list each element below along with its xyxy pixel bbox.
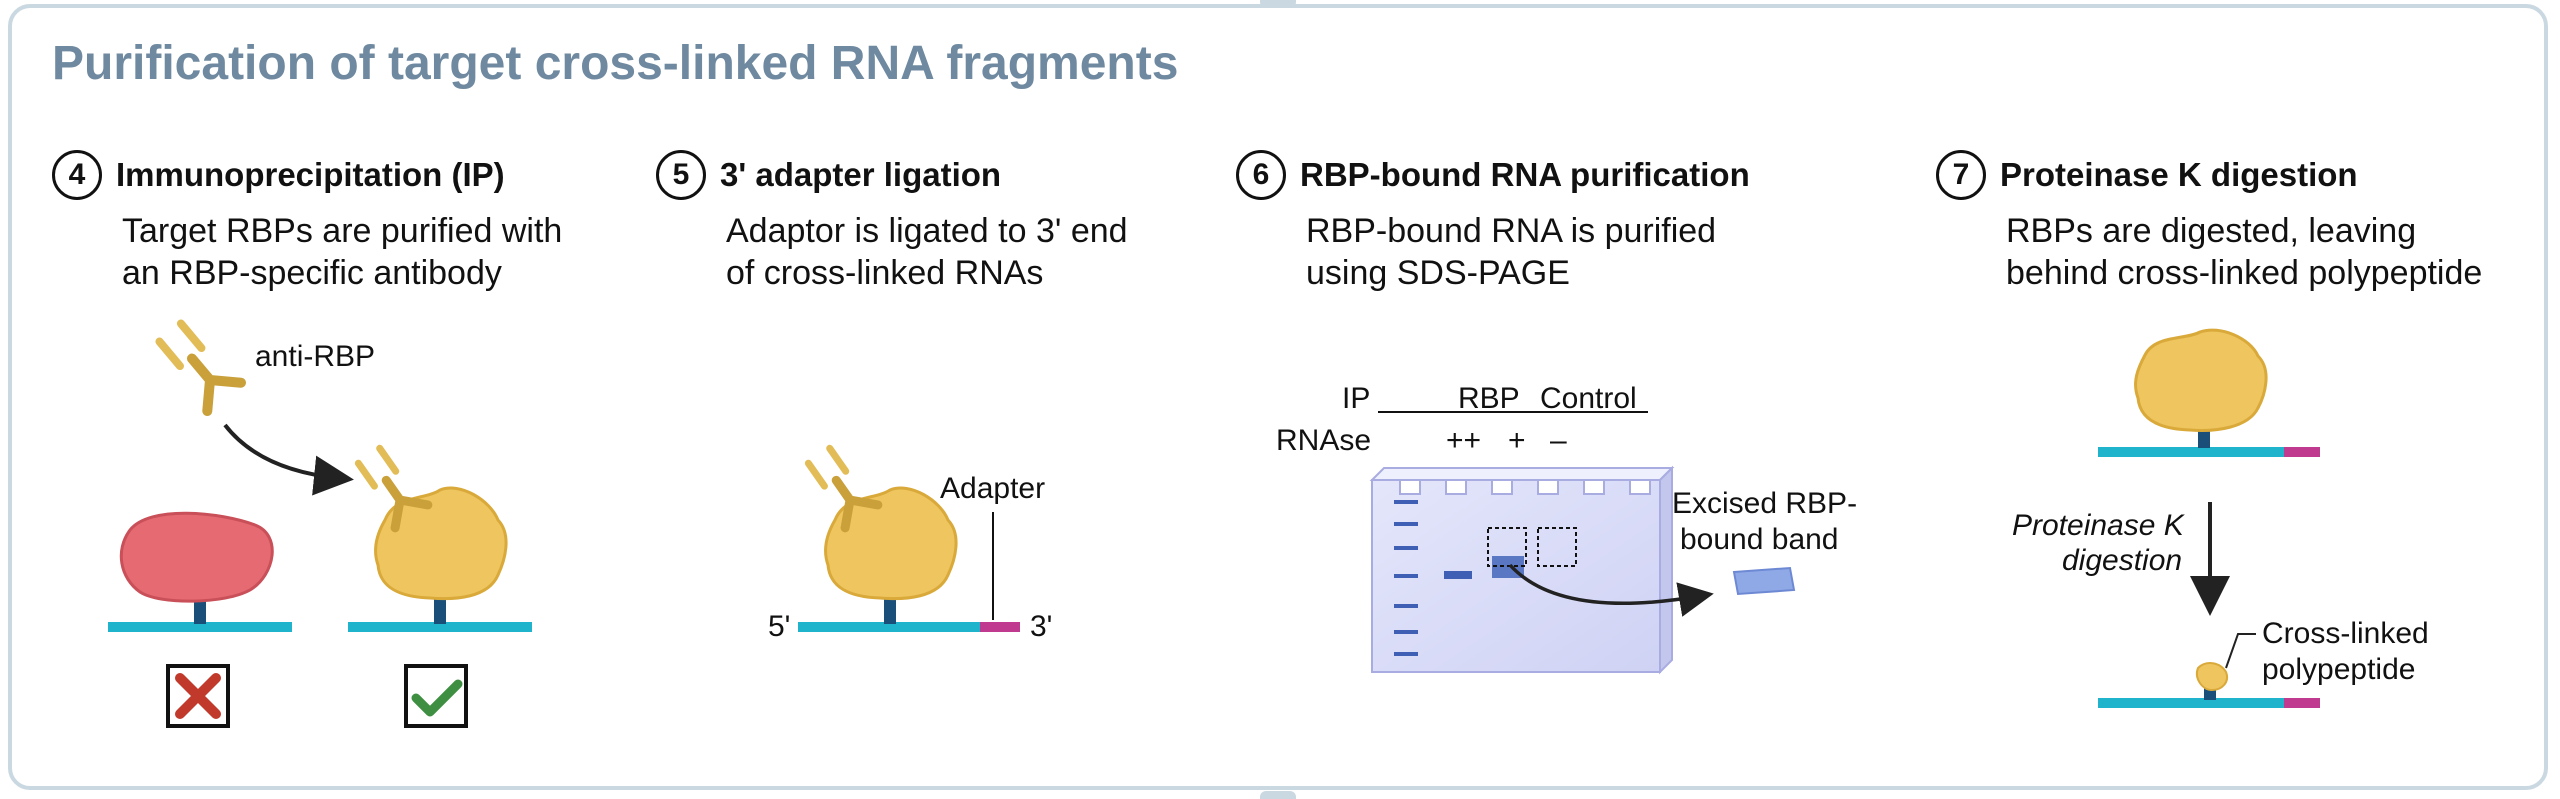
panel-title: Purification of target cross-linked RNA … (52, 37, 1179, 90)
adapter-strand (980, 622, 1020, 632)
crosslinked-label-line-2: polypeptide (2262, 653, 2415, 686)
step-description: RBP-bound RNA is purified using SDS-PAGE (1306, 212, 1717, 292)
crosslink-tether (434, 596, 446, 624)
rbp-antibody-complex (348, 444, 532, 632)
polypeptide-icon (2196, 662, 2228, 692)
step-5-header: 5 3' adapter ligation Adaptor is ligated… (656, 150, 1128, 294)
rnase-high-label: ++ (1446, 424, 1481, 457)
rna-strand (2098, 698, 2284, 708)
step-7-header: 7 Proteinase K digestion RBPs are digest… (1936, 150, 2482, 294)
proteinase-label-line-2: digestion (2062, 544, 2182, 577)
proteinase-label-line-1: Proteinase K (2012, 509, 2186, 542)
rnase-row-label: RNAse (1276, 424, 1371, 457)
step-title: Immunoprecipitation (IP) (116, 156, 505, 193)
step-title: RBP-bound RNA purification (1300, 156, 1750, 193)
binding-arrow (223, 423, 354, 496)
antibody-icon (804, 444, 883, 533)
step-description: Adaptor is ligated to 3' end of cross-li… (726, 212, 1128, 292)
step-number: 5 (656, 150, 706, 200)
adapter-strand (2284, 698, 2320, 708)
antibody-icon (354, 444, 433, 533)
adapter-ligation-complex (798, 444, 1020, 632)
rna-strand (798, 622, 980, 632)
frame-bottom-notch (1260, 791, 1296, 799)
crosslink-tether (194, 598, 206, 624)
control-box (1537, 527, 1577, 567)
control-column-label: Control (1540, 382, 1637, 415)
accept-icon (404, 664, 468, 728)
polypeptide-leader-line (2225, 633, 2256, 669)
excision-box (1487, 527, 1527, 567)
rbp-icon (374, 486, 508, 601)
molecular-weight-ladder (1394, 500, 1418, 656)
antibody-icon (155, 319, 246, 416)
anti-rbp-label: anti-RBP (255, 340, 375, 373)
rna-strand (2098, 447, 2284, 457)
sds-page-gel (1369, 465, 1675, 675)
rnase-low-label: + (1508, 424, 1526, 457)
step-number: 4 (52, 150, 102, 200)
rbp-icon (824, 486, 958, 601)
rbp-band-high-rnase (1444, 571, 1472, 579)
excised-band-icon (1732, 566, 1796, 596)
crosslink-tether (884, 596, 896, 624)
ip-row-label: IP (1342, 382, 1370, 415)
step-6-header: 6 RBP-bound RNA purification RBP-bound R… (1236, 150, 1750, 294)
rbp-icon (2134, 328, 2268, 432)
frame-top-notch (1260, 0, 1296, 8)
nonspecific-protein-icon (119, 511, 274, 603)
three-prime-label: 3' (1030, 610, 1052, 643)
rbp-rna-complex (2098, 328, 2320, 457)
crosslinked-label-line-1: Cross-linked (2262, 617, 2429, 650)
step-description: RBPs are digested, leaving behind cross-… (2006, 212, 2483, 292)
excised-label-line-2: bound band (1680, 523, 1839, 556)
step-number: 7 (1936, 150, 1986, 200)
five-prime-label: 5' (768, 610, 790, 643)
reject-icon (166, 664, 230, 728)
rna-strand (108, 622, 292, 632)
rna-strand (348, 622, 532, 632)
nonspecific-protein-complex (108, 511, 292, 632)
rnase-none-label: – (1550, 424, 1567, 457)
excision-arrow (1508, 563, 1714, 617)
crosslinked-product (2098, 662, 2320, 708)
step-description: Target RBPs are purified with an RBP-spe… (122, 212, 563, 292)
excised-label-line-1: Excised RBP- (1672, 487, 1857, 520)
rbp-column-label: RBP (1458, 382, 1520, 415)
step-title: 3' adapter ligation (720, 156, 1002, 193)
step-number: 6 (1236, 150, 1286, 200)
adapter-label: Adapter (940, 472, 1045, 505)
step-title: Proteinase K digestion (2000, 156, 2358, 193)
adapter-strand (2284, 447, 2320, 457)
step-4-header: 4 Immunoprecipitation (IP) Target RBPs a… (52, 150, 562, 294)
